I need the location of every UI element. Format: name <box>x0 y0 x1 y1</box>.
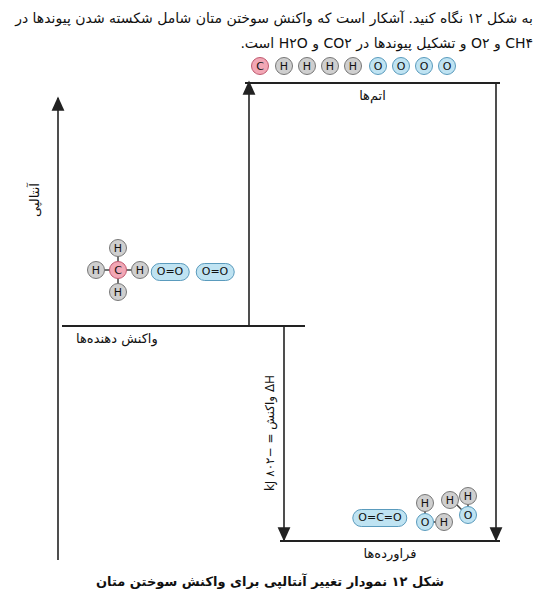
atom-symbol: O <box>438 57 456 75</box>
atom-symbol: H <box>109 283 127 301</box>
atom-symbol: O <box>415 57 433 75</box>
figure-caption: شکل ۱۲ نمودار تغییر آنتالپی برای واکنش س… <box>40 574 500 589</box>
atom-symbol: H <box>459 487 477 505</box>
molecule-label: O=O <box>196 263 235 281</box>
atom-symbol: H <box>87 261 105 279</box>
energy-level: فراورده‌ها <box>280 540 500 565</box>
atom-symbol: H <box>344 57 362 75</box>
molecule-label: O=C=O <box>352 509 407 527</box>
atom-symbol: C <box>109 261 127 279</box>
atom-symbol: H <box>435 513 453 531</box>
atom-symbol: O <box>416 513 434 531</box>
atom-symbol: H <box>131 261 149 279</box>
atom-symbol: C <box>251 57 269 75</box>
level-label: اتم‌ها <box>245 84 500 107</box>
body-text: به شکل ۱۲ نگاه کنید. آشکار است که واکنش … <box>13 6 533 55</box>
atom-symbol: H <box>416 494 434 512</box>
atom-symbol: H <box>321 57 339 75</box>
atom-symbol: O <box>369 57 387 75</box>
enthalpy-arrow <box>248 82 250 325</box>
atom-symbol: H <box>275 57 293 75</box>
atom-symbol: H <box>441 491 459 509</box>
level-label: واکنش دهنده‌ها <box>62 327 305 350</box>
atom-symbol: O <box>459 506 477 524</box>
axis-label: آنتالپی <box>27 183 42 217</box>
atom-symbol: H <box>109 239 127 257</box>
atom-symbol: H <box>298 57 316 75</box>
energy-level: واکنش دهنده‌ها <box>62 325 305 350</box>
atom-symbol: O <box>392 57 410 75</box>
delta-h-label: ΔH واکنش = −۸۰۲ kJ <box>263 372 277 492</box>
molecule-label: O=O <box>151 263 190 281</box>
energy-level: اتم‌ها <box>245 82 500 107</box>
level-label: فراورده‌ها <box>280 542 500 565</box>
enthalpy-arrow <box>283 325 285 540</box>
enthalpy-arrow <box>495 82 497 540</box>
